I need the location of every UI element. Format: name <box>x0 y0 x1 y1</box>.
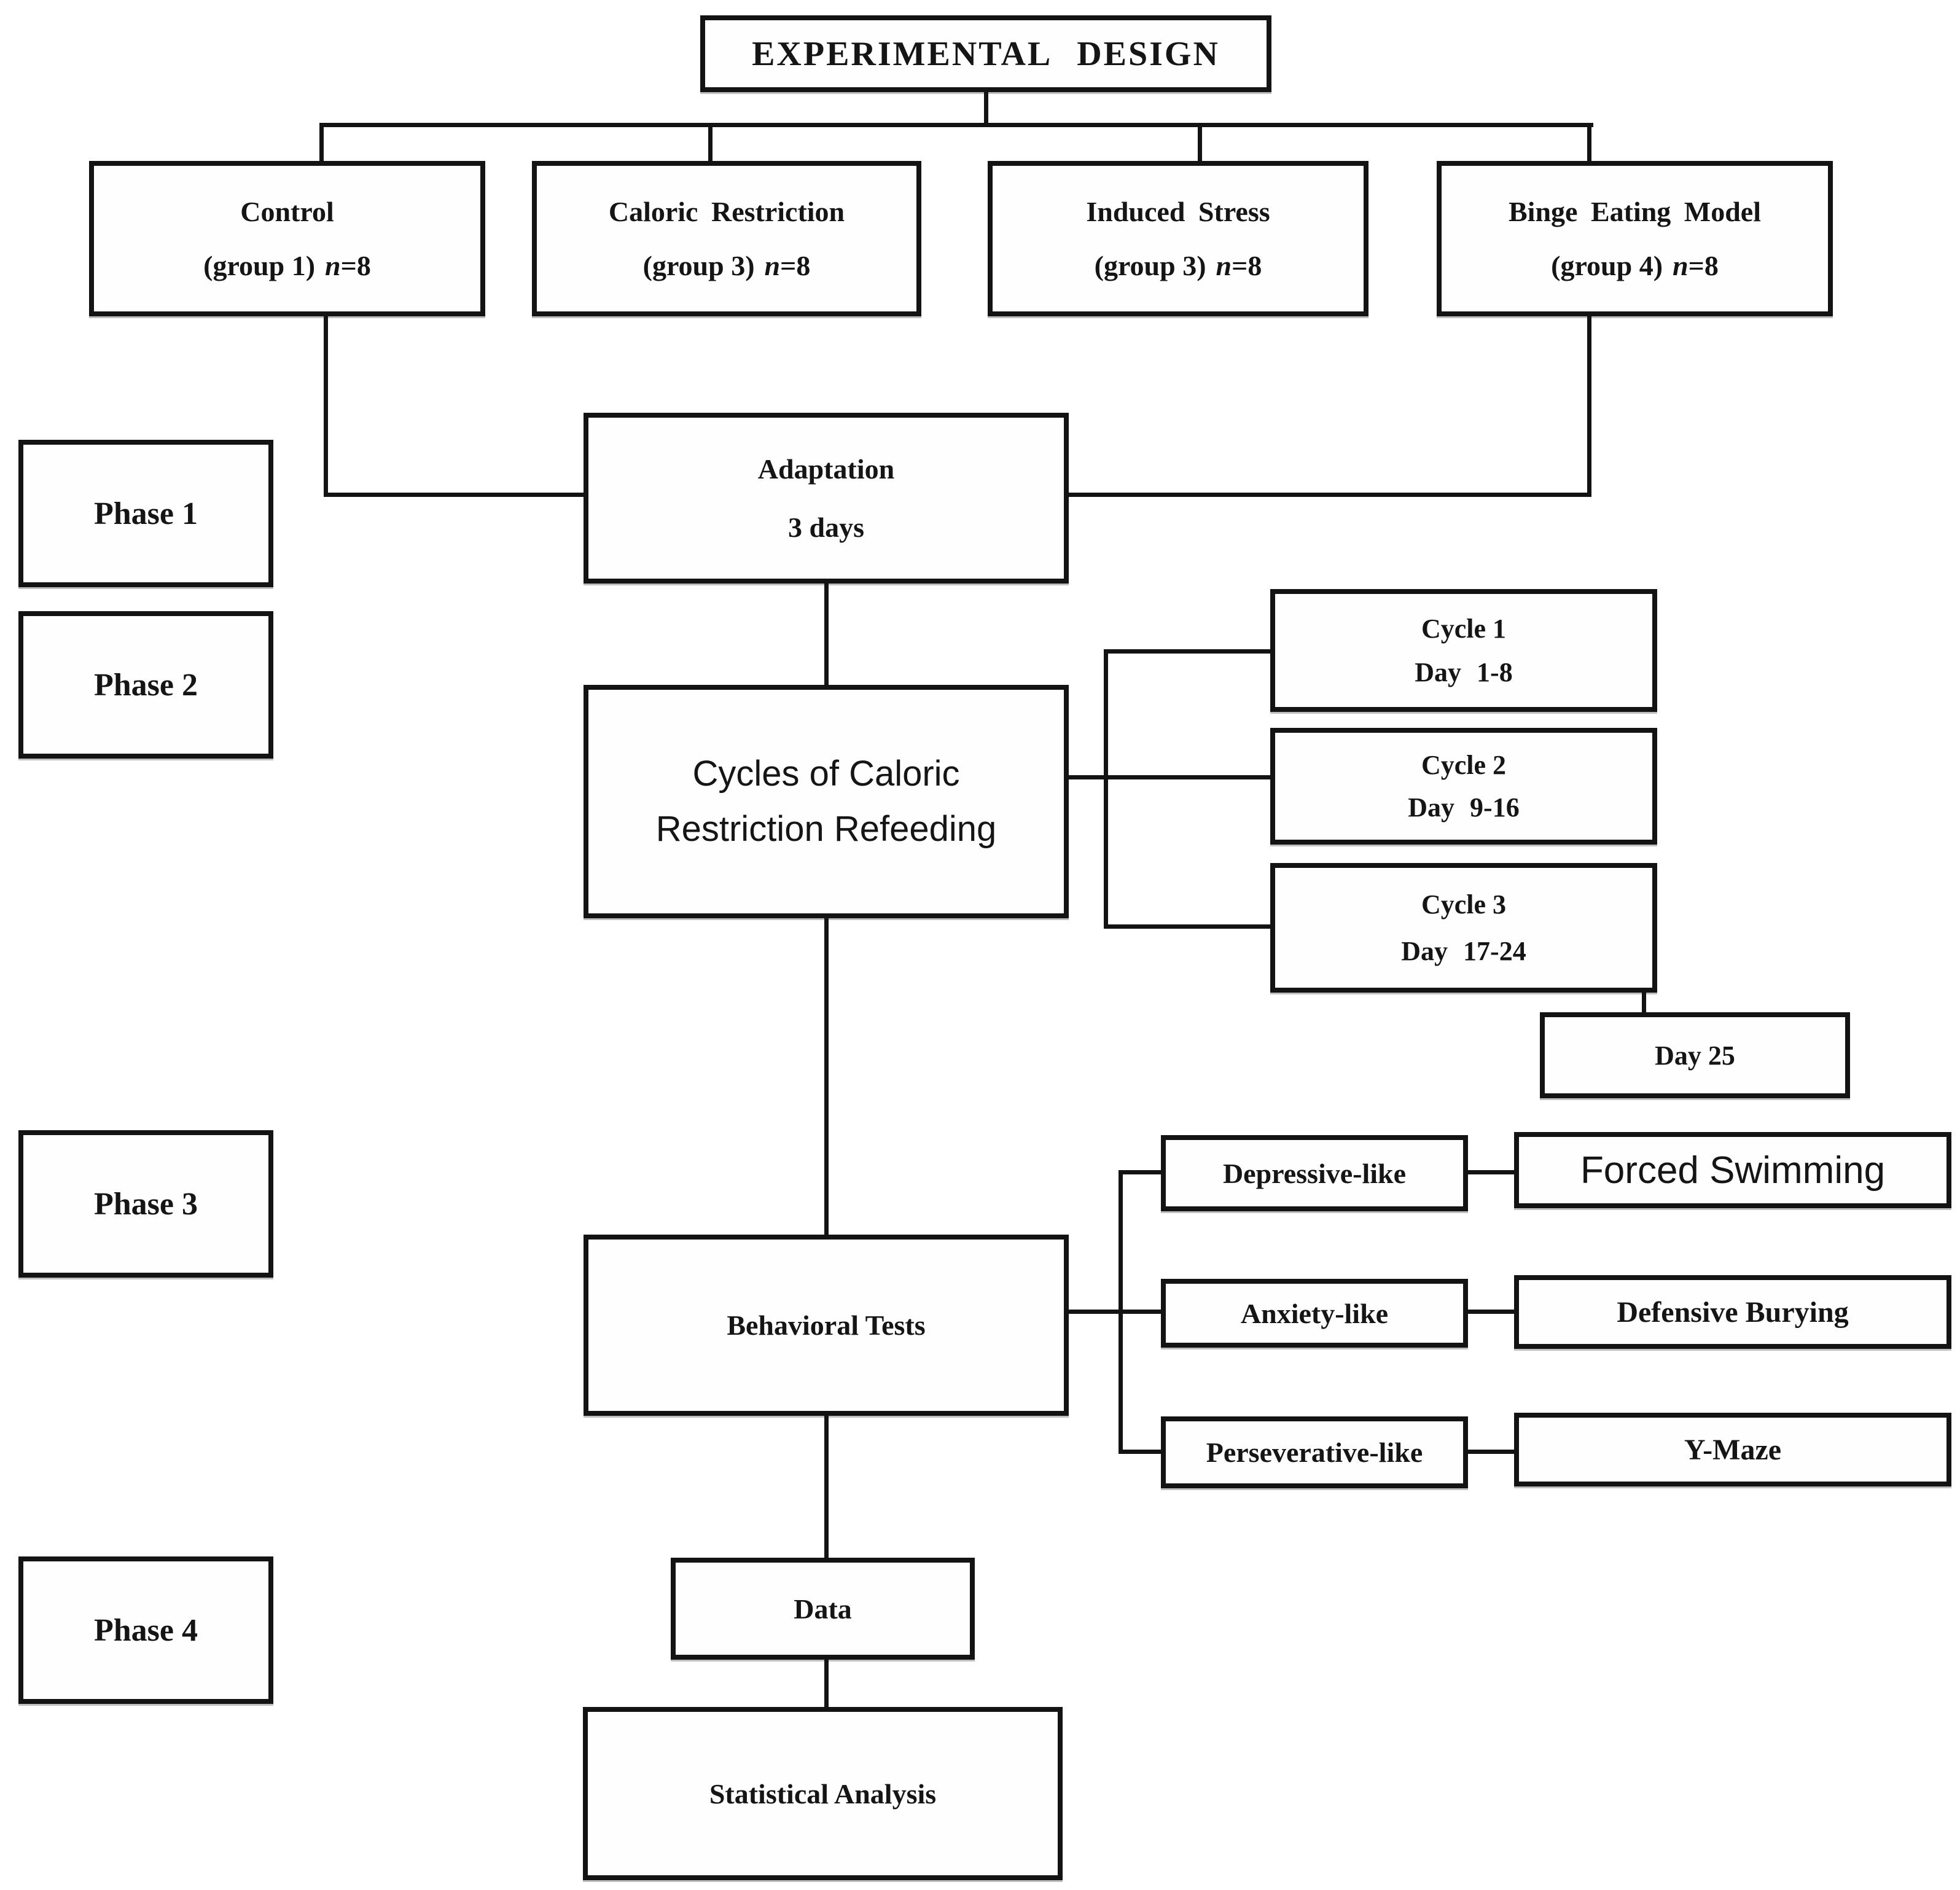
test-name: Y-Maze <box>1684 1433 1782 1466</box>
phase-3-box: Phase 3 <box>18 1130 273 1278</box>
connector-drop-induced <box>1198 123 1202 165</box>
group-note: (group 1) n=8 <box>203 249 371 282</box>
adaptation-line1: Adaptation <box>757 453 895 485</box>
forced-swimming-box: Forced Swimming <box>1514 1132 1951 1208</box>
connector-cycle-bracket <box>1104 649 1108 929</box>
group-paren: (group 4) <box>1551 250 1663 282</box>
test-label: Perseverative-like <box>1206 1437 1423 1468</box>
adaptation-line2: 3 days <box>788 512 864 544</box>
connector-drop-control <box>319 123 324 165</box>
connector-anxiety-to-defensive <box>1467 1310 1516 1314</box>
statistical-analysis-box: Statistical Analysis <box>583 1707 1063 1880</box>
statistical-label: Statistical Analysis <box>709 1778 937 1810</box>
data-box: Data <box>671 1558 975 1660</box>
group-note: (group 3) n=8 <box>1095 249 1262 282</box>
connector-depressive-to-forced <box>1467 1170 1516 1174</box>
cycle-days: Day 9-16 <box>1408 792 1520 822</box>
day-25-box: Day 25 <box>1540 1012 1850 1098</box>
group-paren: (group 3) <box>1094 250 1206 282</box>
group-name: Caloric Restriction <box>608 195 845 227</box>
test-label: Anxiety-like <box>1240 1297 1389 1329</box>
behavioral-tests-box: Behavioral Tests <box>584 1235 1069 1416</box>
cycles-box: Cycles of Caloric Restriction Refeeding <box>584 685 1069 918</box>
n-symbol: n <box>1673 250 1689 282</box>
anxiety-like-box: Anxiety-like <box>1161 1279 1468 1348</box>
connector-stub-depressive <box>1119 1170 1163 1174</box>
test-label: Depressive-like <box>1222 1157 1407 1189</box>
connector-stub-cycle2 <box>1104 775 1273 779</box>
connector-adaptation-to-cycles <box>824 582 829 687</box>
n-value: =8 <box>1688 250 1719 282</box>
n-symbol: n <box>1216 250 1232 282</box>
connector-behavioral-to-data <box>824 1415 829 1560</box>
group-box-caloric-restriction: Caloric Restriction (group 3) n=8 <box>532 161 921 316</box>
n-value: =8 <box>780 250 811 282</box>
behavioral-label: Behavioral Tests <box>727 1310 926 1341</box>
connector-stub-anxiety <box>1119 1310 1163 1314</box>
connector-stub-perseverative <box>1119 1450 1163 1454</box>
cycle-days: Day 17-24 <box>1401 935 1526 966</box>
cycle-title: Cycle 3 <box>1421 889 1507 920</box>
n-symbol: n <box>764 250 781 282</box>
group-name: Induced Stress <box>1086 195 1270 227</box>
connector-binge-stem <box>1587 314 1591 497</box>
data-label: Data <box>794 1593 852 1625</box>
test-name: Defensive Burying <box>1617 1295 1849 1329</box>
phase-label: Phase 3 <box>94 1186 198 1222</box>
group-paren: (group 1) <box>203 250 316 282</box>
n-symbol: n <box>325 250 341 282</box>
perseverative-like-box: Perseverative-like <box>1161 1416 1468 1488</box>
phase-label: Phase 1 <box>94 496 198 531</box>
connector-perseverative-to-ymaze <box>1467 1450 1516 1454</box>
phase-label: Phase 4 <box>94 1612 198 1648</box>
n-value: =8 <box>340 250 371 282</box>
group-box-binge-eating-model: Binge Eating Model (group 4) n=8 <box>1437 161 1833 316</box>
group-note: (group 4) n=8 <box>1551 249 1719 282</box>
group-box-induced-stress: Induced Stress (group 3) n=8 <box>988 161 1368 316</box>
phase-4-box: Phase 4 <box>18 1556 273 1704</box>
cycle-title: Cycle 2 <box>1421 750 1507 781</box>
connector-drop-caloric <box>708 123 713 165</box>
n-value: =8 <box>1232 250 1262 282</box>
day25-label: Day 25 <box>1655 1040 1735 1071</box>
connector-behavioral-to-bracket <box>1068 1310 1120 1314</box>
phase-2-box: Phase 2 <box>18 611 273 759</box>
adaptation-box: Adaptation 3 days <box>584 413 1069 584</box>
connector-drop-binge <box>1587 123 1591 165</box>
phase-1-box: Phase 1 <box>18 440 273 587</box>
connector-cycles-to-bracket <box>1068 775 1106 779</box>
cycles-line1: Cycles of Caloric <box>692 754 960 794</box>
connector-binge-to-adaptation <box>1068 493 1591 497</box>
group-note: (group 3) n=8 <box>643 249 811 282</box>
y-maze-box: Y-Maze <box>1514 1413 1951 1486</box>
connector-control-to-adaptation <box>324 493 585 497</box>
phase-label: Phase 2 <box>94 667 198 703</box>
connector-distribution-line <box>319 123 1593 127</box>
connector-title-stem <box>984 91 988 125</box>
group-name: Binge Eating Model <box>1508 195 1762 227</box>
connector-control-stem <box>324 314 328 497</box>
connector-cycles-to-behavioral <box>824 917 829 1236</box>
connector-data-to-statistical <box>824 1658 829 1709</box>
page-title: EXPERIMENTAL DESIGN <box>752 34 1220 73</box>
cycle-1-box: Cycle 1 Day 1-8 <box>1270 589 1657 712</box>
title-box: EXPERIMENTAL DESIGN <box>700 15 1271 92</box>
cycle-3-box: Cycle 3 Day 17-24 <box>1270 863 1657 993</box>
group-box-control: Control (group 1) n=8 <box>89 161 485 316</box>
connector-cycle3-to-day25 <box>1642 989 1646 1017</box>
cycle-days: Day 1-8 <box>1415 657 1513 688</box>
cycle-2-box: Cycle 2 Day 9-16 <box>1270 728 1657 845</box>
defensive-burying-box: Defensive Burying <box>1514 1275 1951 1349</box>
group-name: Control <box>240 195 334 227</box>
cycles-line2: Restriction Refeeding <box>655 809 997 849</box>
test-name: Forced Swimming <box>1580 1149 1886 1192</box>
connector-stub-cycle3 <box>1104 924 1273 929</box>
group-paren: (group 3) <box>642 250 755 282</box>
connector-stub-cycle1 <box>1104 649 1273 654</box>
cycle-title: Cycle 1 <box>1421 613 1507 644</box>
depressive-like-box: Depressive-like <box>1161 1135 1468 1211</box>
